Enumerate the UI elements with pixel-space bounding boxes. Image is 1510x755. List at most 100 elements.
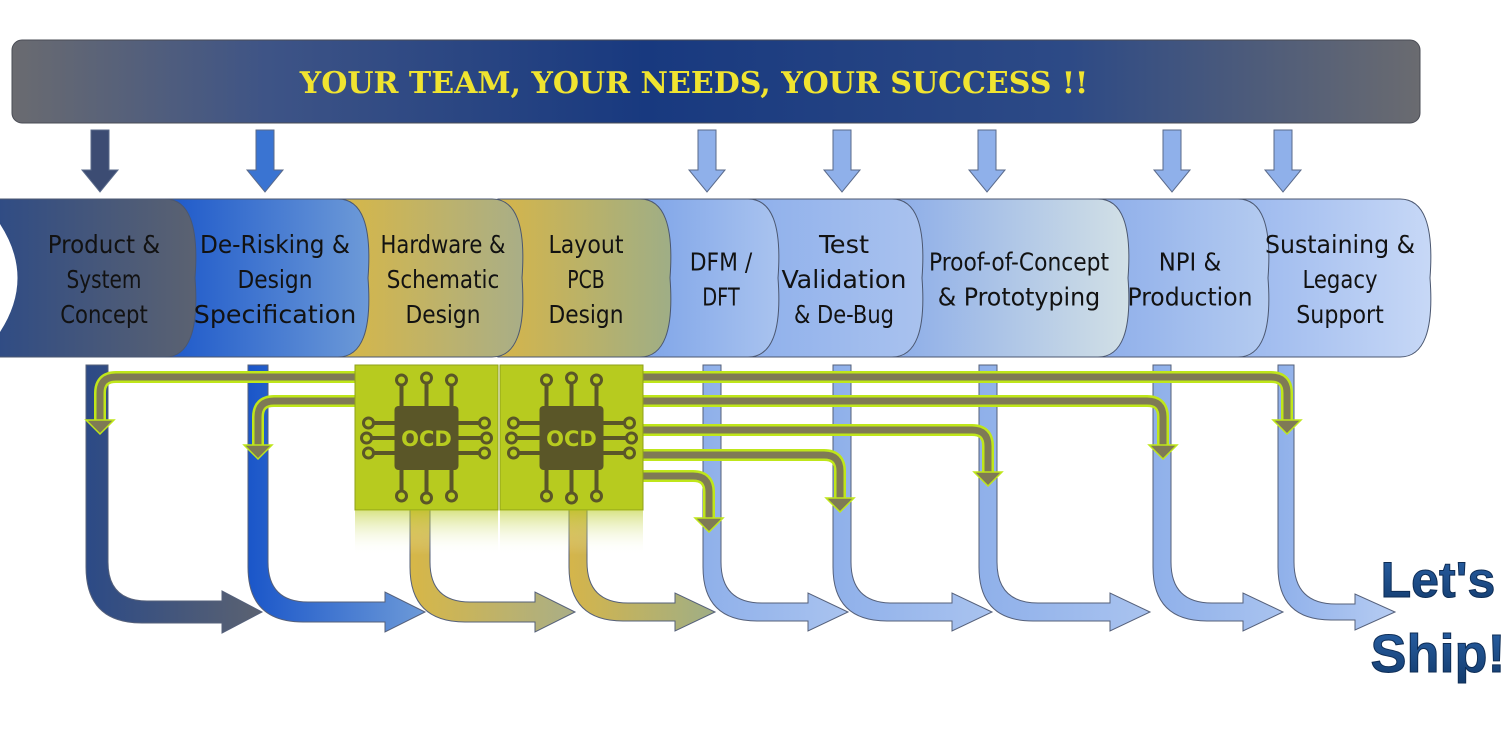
chip-pad — [478, 446, 491, 460]
chip-pad — [507, 416, 520, 430]
stage-label-hardware-line-1: Hardware & — [381, 230, 506, 259]
stage-label-dfm-line-1: DFM / — [690, 248, 753, 277]
stage-label-layout-line-3: Design — [549, 300, 624, 329]
chip-pad — [623, 446, 636, 460]
stage-label-sustaining-line-1: Sustaining & — [1265, 230, 1415, 259]
chip-reflection — [355, 510, 498, 555]
ocd-chips: OCD OCD — [354, 364, 644, 555]
ship-line-2: Ship! — [1371, 624, 1506, 684]
stage-label-test-line-2: Validation — [782, 265, 907, 294]
stage-label-dfm-line-2: DFT — [702, 283, 740, 312]
feedback-line-2 — [252, 395, 360, 445]
chip-pad — [590, 489, 603, 503]
stage-label-hardware-line-3: Design — [406, 300, 481, 329]
chip-pad — [507, 446, 520, 460]
stage-label-poc-line-2: & Prototyping — [938, 283, 1101, 312]
feedback-line-7 — [640, 470, 715, 518]
chip-pad — [395, 489, 408, 503]
ship-message: Let's Ship! — [1370, 552, 1506, 685]
band-entry-curve — [0, 224, 18, 332]
stage-label-test-line-1: Test — [818, 230, 869, 259]
chip-pad — [445, 373, 458, 387]
chip-pad — [480, 431, 493, 445]
down-arrow-4 — [822, 129, 862, 193]
feedback-arrows — [84, 371, 1303, 534]
chip-reflection — [500, 510, 643, 555]
stage-label-derisking-line-2: Design — [238, 265, 313, 294]
chip-pad — [478, 416, 491, 430]
flow-arrow-product — [85, 364, 264, 634]
chip-pad — [505, 431, 518, 445]
stage-label-derisking-line-3: Specification — [194, 300, 357, 329]
chip-pad — [540, 373, 553, 387]
flow-arrow-sustaining — [1277, 364, 1397, 631]
chip-pad — [395, 373, 408, 387]
flow-arrow-test — [832, 364, 994, 632]
feedback-line-core-5 — [640, 426, 992, 472]
chip-pad — [362, 446, 375, 460]
stage-label-layout-line-2: PCB — [567, 265, 605, 294]
down-arrow-6 — [1152, 129, 1192, 193]
stage-label-derisking-line-1: De-Risking & — [200, 230, 350, 259]
chip-pad — [625, 431, 638, 445]
chip-pad — [420, 491, 433, 505]
chip-pad — [445, 489, 458, 503]
stage-label-product-line-2: System — [67, 265, 142, 294]
feedback-arrowhead-1 — [84, 419, 116, 436]
feedback-line-core-6 — [640, 451, 844, 498]
ship-line-1: Let's — [1381, 552, 1496, 608]
banner-down-arrows — [80, 129, 1303, 193]
stage-label-hardware-line-2: Schematic — [387, 265, 500, 294]
feedback-arrowhead-5 — [972, 471, 1004, 488]
flow-arrow-poc — [978, 364, 1152, 632]
stage-band-product — [0, 198, 197, 358]
down-arrow-1 — [80, 129, 120, 193]
chip-pad — [362, 416, 375, 430]
flow-arrow-dfm — [702, 364, 850, 632]
feedback-arrowhead-3 — [1271, 419, 1303, 436]
banner: YOUR TEAM, YOUR NEEDS, YOUR SUCCESS !! — [11, 39, 1421, 124]
chip-pad — [540, 489, 553, 503]
feedback-line-core-2 — [254, 397, 360, 445]
stage-label-product-line-3: Concept — [60, 300, 148, 329]
feedback-line-core-7 — [640, 472, 713, 518]
chip-body — [394, 406, 459, 470]
stage-label-poc-line-1: Proof-of-Concept — [929, 248, 1109, 277]
feedback-line-core-1 — [96, 373, 360, 420]
chip-label: OCD — [401, 427, 452, 451]
ocd-chip-1: OCD — [354, 364, 499, 555]
chip-pad — [420, 371, 433, 385]
chip-pad — [623, 416, 636, 430]
feedback-line-core-3 — [640, 373, 1291, 420]
flow-arrow-derisking — [247, 364, 427, 633]
chip-body — [539, 406, 604, 470]
down-arrow-2 — [245, 129, 285, 193]
stage-label-npi-line-2: Production — [1128, 283, 1253, 312]
banner-title: YOUR TEAM, YOUR NEEDS, YOUR SUCCESS !! — [299, 66, 1088, 101]
feedback-arrowhead-4 — [1147, 444, 1179, 461]
chip-label: OCD — [546, 427, 597, 451]
stage-label-test-line-3: & De-Bug — [794, 300, 894, 329]
feedback-arrowhead-7 — [693, 517, 725, 534]
feedback-arrowhead-6 — [824, 497, 856, 514]
chip-pad — [360, 431, 373, 445]
banner-box — [11, 39, 1421, 124]
stage-label-product-line-1: Product & — [48, 230, 161, 259]
down-arrow-3 — [687, 129, 727, 193]
feedback-line-core-4 — [640, 397, 1167, 445]
chip-pad — [565, 371, 578, 385]
stage-label-sustaining-line-3: Support — [1296, 300, 1384, 329]
ocd-chip-2: OCD — [499, 364, 644, 555]
flow-arrow-npi — [1152, 364, 1285, 632]
feedback-arrowhead-2 — [242, 444, 274, 461]
stage-label-npi-line-1: NPI & — [1159, 248, 1222, 277]
chip-pad — [590, 373, 603, 387]
stage-label-sustaining-line-2: Legacy — [1303, 265, 1378, 294]
down-arrow-7 — [1263, 129, 1303, 193]
down-arrow-5 — [967, 129, 1007, 193]
stage-label-layout-line-1: Layout — [549, 230, 624, 259]
chip-pad — [565, 491, 578, 505]
